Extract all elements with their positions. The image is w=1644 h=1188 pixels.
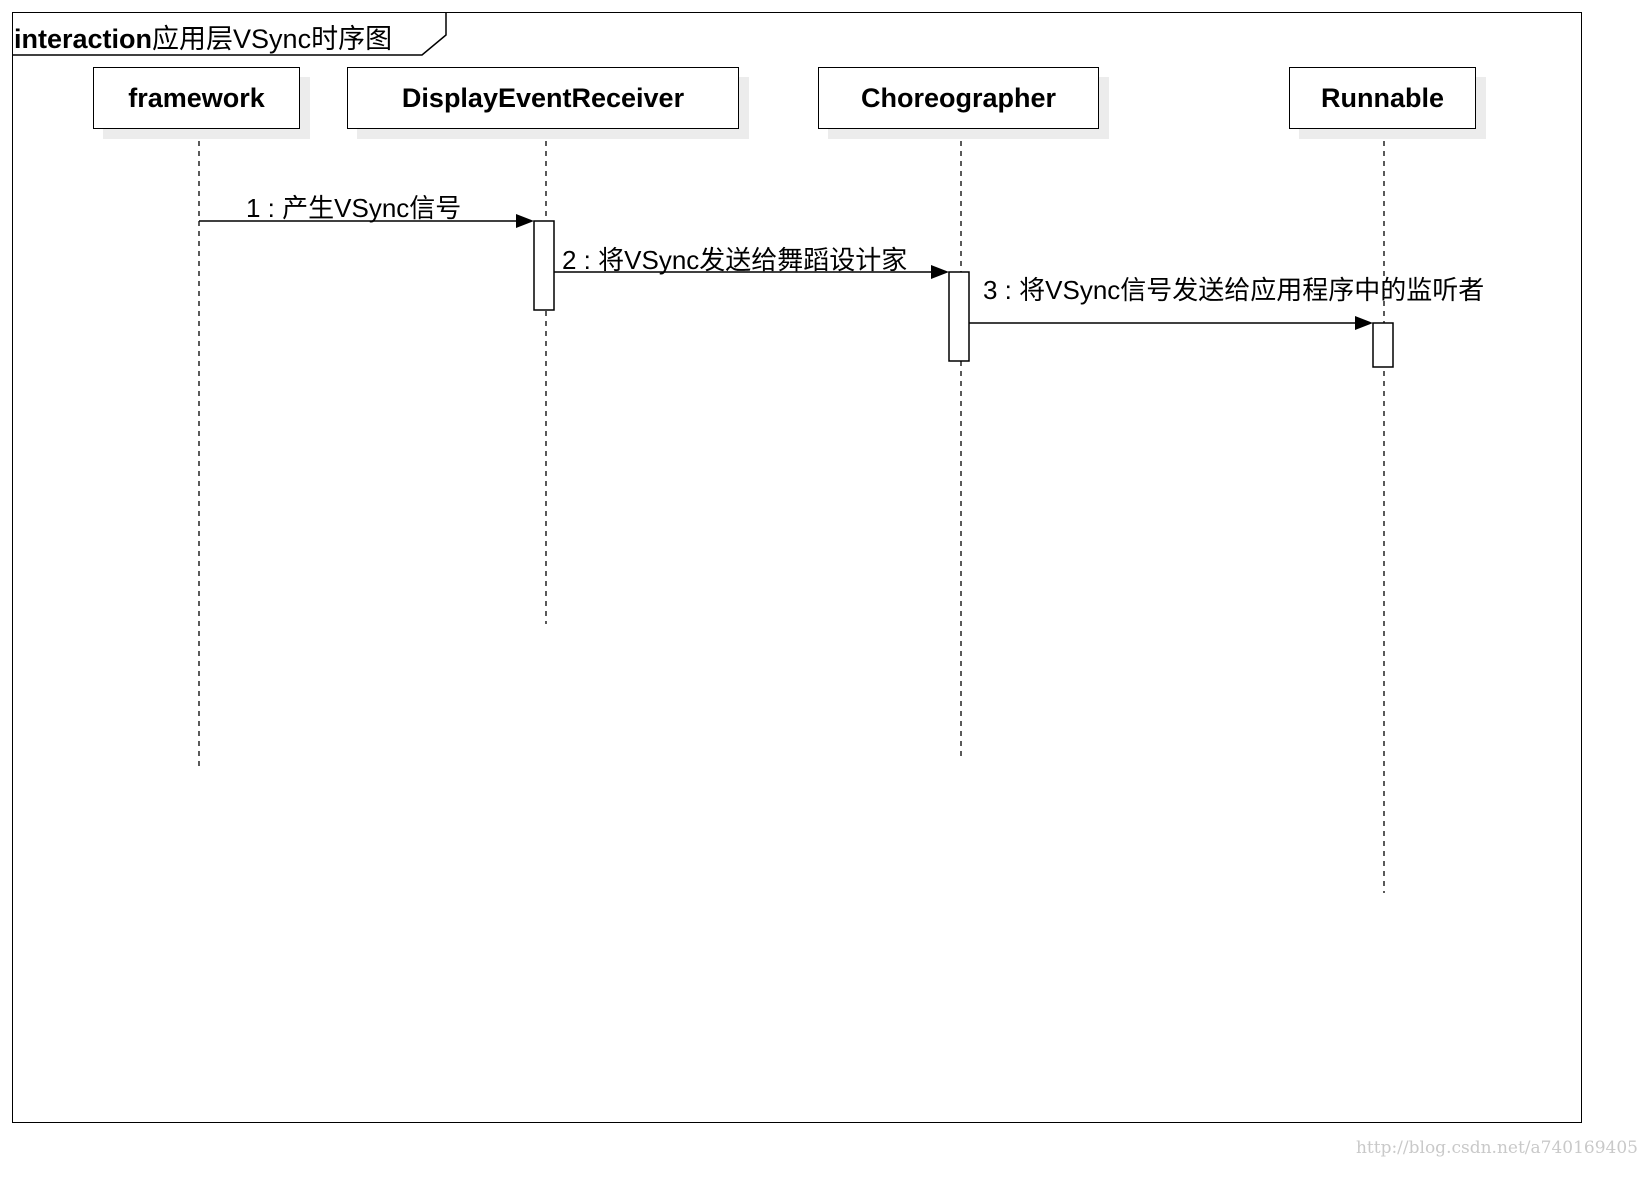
lifeline-framework: framework bbox=[93, 67, 300, 129]
frame-name: 应用层VSync时序图 bbox=[152, 24, 393, 54]
activation-choreographer bbox=[948, 271, 970, 362]
frame-keyword: interaction bbox=[14, 24, 153, 54]
lifeline-runnable: Runnable bbox=[1289, 67, 1476, 129]
message-3-label: 3 : 将VSync信号发送给应用程序中的监听者 bbox=[983, 275, 1485, 305]
message-1-arrowhead bbox=[516, 214, 534, 228]
frame-title: interaction应用层VSync时序图 bbox=[14, 17, 392, 56]
lifeline-display-event-receiver: DisplayEventReceiver bbox=[347, 67, 739, 129]
watermark: http://blog.csdn.net/a740169405 bbox=[1355, 1138, 1638, 1158]
interaction-frame bbox=[12, 12, 1582, 1123]
lifeline-choreographer: Choreographer bbox=[818, 67, 1099, 129]
message-1-label: 1 : 产生VSync信号 bbox=[246, 193, 462, 223]
message-3-arrowhead bbox=[1355, 316, 1373, 330]
frame-tab-border bbox=[12, 12, 447, 56]
message-2-arrowhead bbox=[931, 265, 949, 279]
message-2-label: 2 : 将VSync发送给舞蹈设计家 bbox=[562, 245, 908, 275]
activation-runnable bbox=[1372, 322, 1394, 368]
activation-display-event-receiver bbox=[533, 220, 555, 311]
